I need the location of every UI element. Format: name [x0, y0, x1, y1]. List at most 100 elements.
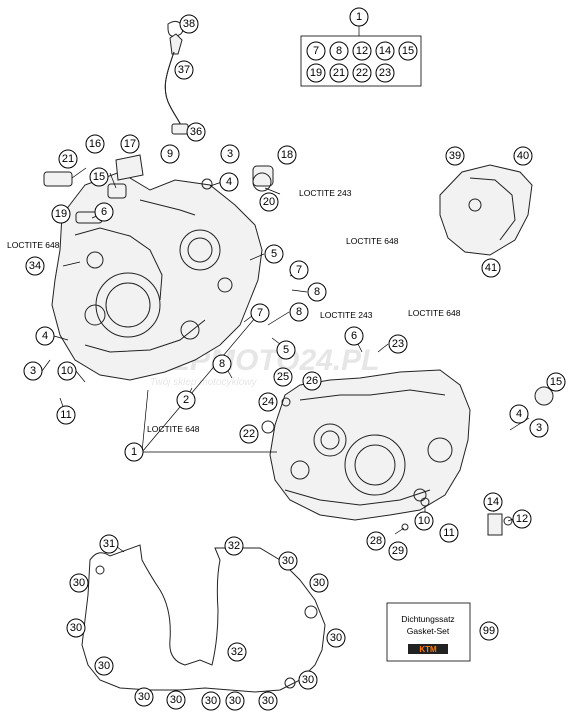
- svg-text:11: 11: [60, 409, 71, 421]
- crankcase-gasket: [81, 544, 326, 693]
- loctite-648-label-b: LOCTITE 648: [346, 236, 399, 246]
- callout-10-b: 10: [414, 511, 434, 531]
- callout-set-7: 7: [306, 41, 326, 61]
- callout-30-7: 30: [298, 670, 318, 690]
- svg-text:24: 24: [262, 396, 274, 408]
- callout-8-a: 8: [307, 282, 327, 302]
- svg-text:15: 15: [402, 45, 414, 57]
- svg-text:16: 16: [89, 138, 101, 150]
- callout-4-b: 4: [35, 326, 55, 346]
- svg-text:9: 9: [167, 148, 173, 160]
- callout-set-14: 14: [375, 41, 395, 61]
- svg-text:3: 3: [536, 422, 542, 434]
- svg-text:30: 30: [70, 622, 82, 634]
- callout-17: 17: [120, 134, 140, 154]
- callout-30-5: 30: [326, 628, 346, 648]
- svg-text:3: 3: [227, 148, 233, 160]
- callout-30-6: 30: [94, 656, 114, 676]
- svg-text:7: 7: [313, 45, 319, 57]
- callout-4-a: 4: [219, 172, 239, 192]
- svg-text:18: 18: [281, 149, 293, 161]
- svg-text:30: 30: [282, 555, 294, 567]
- svg-text:7: 7: [257, 307, 263, 319]
- small-parts: [43, 154, 554, 536]
- svg-text:15: 15: [93, 171, 105, 183]
- svg-text:14: 14: [379, 45, 391, 57]
- callout-18: 18: [277, 145, 297, 165]
- callout-31: 31: [99, 534, 119, 554]
- callout-set-21: 21: [329, 63, 349, 83]
- callout-set-23: 23: [375, 63, 395, 83]
- svg-text:5: 5: [271, 248, 277, 260]
- svg-text:23: 23: [392, 338, 404, 350]
- callout-9: 9: [160, 144, 180, 164]
- callout-39: 39: [445, 146, 465, 166]
- callout-23: 23: [388, 334, 408, 354]
- svg-text:41: 41: [485, 262, 497, 274]
- callout-5-a: 5: [264, 244, 284, 264]
- svg-text:30: 30: [205, 695, 217, 707]
- callout-21: 21: [58, 149, 78, 169]
- callout-3-c: 3: [529, 418, 549, 438]
- svg-text:1: 1: [131, 446, 137, 458]
- svg-text:99: 99: [483, 625, 495, 637]
- callout-14: 14: [483, 492, 503, 512]
- parts-set-group: [300, 26, 422, 87]
- svg-text:14: 14: [487, 496, 499, 508]
- gasket-set-line1: Dichtungssatz: [401, 614, 454, 624]
- callout-7-b: 7: [250, 303, 270, 323]
- callout-25: 25: [273, 367, 293, 387]
- callout-8-b: 8: [289, 302, 309, 322]
- callout-6-a: 6: [94, 202, 114, 222]
- svg-text:34: 34: [29, 260, 41, 272]
- svg-text:17: 17: [124, 138, 136, 150]
- svg-text:38: 38: [183, 18, 195, 30]
- svg-text:1: 1: [356, 11, 362, 23]
- callout-30-11: 30: [225, 691, 245, 711]
- callout-set-19: 19: [306, 63, 326, 83]
- callout-11-b: 11: [439, 523, 459, 543]
- svg-text:15: 15: [550, 376, 562, 388]
- callout-3-a: 3: [220, 144, 240, 164]
- callout-24: 24: [258, 392, 278, 412]
- svg-text:29: 29: [392, 545, 404, 557]
- svg-text:21: 21: [333, 67, 345, 79]
- svg-text:6: 6: [351, 330, 357, 342]
- svg-text:26: 26: [306, 375, 318, 387]
- svg-text:21: 21: [62, 153, 74, 165]
- callout-29: 29: [388, 541, 408, 561]
- callout-5-b: 5: [276, 340, 296, 360]
- callout-1-top: 1: [349, 7, 369, 27]
- svg-text:40: 40: [517, 150, 529, 162]
- callout-7-a: 7: [289, 260, 309, 280]
- svg-text:23: 23: [379, 67, 391, 79]
- gasket-set-line2: Gasket-Set: [407, 626, 450, 636]
- callout-30-10: 30: [201, 691, 221, 711]
- svg-text:8: 8: [219, 358, 225, 370]
- svg-text:10: 10: [61, 365, 73, 377]
- callout-32-a: 32: [224, 536, 244, 556]
- svg-text:28: 28: [370, 535, 382, 547]
- svg-text:22: 22: [243, 428, 255, 440]
- watermark-subtext: Twój sklep motocyklowy: [150, 377, 258, 388]
- callout-30-4: 30: [66, 618, 86, 638]
- callout-set-15: 15: [398, 41, 418, 61]
- loctite-648-label-c: LOCTITE 648: [408, 308, 461, 318]
- callout-22: 22: [239, 424, 259, 444]
- svg-text:37: 37: [178, 64, 190, 76]
- callout-37: 37: [174, 60, 194, 80]
- svg-text:4: 4: [226, 176, 232, 188]
- svg-text:KTM: KTM: [419, 645, 437, 654]
- svg-text:25: 25: [277, 371, 289, 383]
- svg-text:11: 11: [443, 527, 454, 539]
- svg-text:30: 30: [98, 660, 110, 672]
- callout-set-12: 12: [352, 41, 372, 61]
- svg-text:8: 8: [314, 286, 320, 298]
- svg-text:2: 2: [183, 394, 189, 406]
- svg-text:31: 31: [103, 538, 115, 550]
- callout-28: 28: [366, 531, 386, 551]
- callout-30-9: 30: [166, 690, 186, 710]
- callout-10-a: 10: [57, 361, 77, 381]
- svg-text:6: 6: [101, 206, 107, 218]
- svg-text:30: 30: [313, 577, 325, 589]
